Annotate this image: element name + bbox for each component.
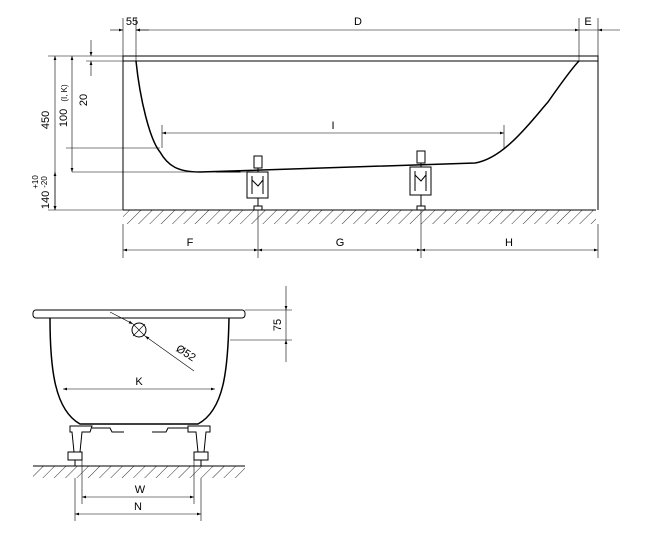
svg-text:Ø52: Ø52 xyxy=(174,343,198,364)
svg-text:H: H xyxy=(505,237,513,249)
dimension-K: K xyxy=(63,376,215,391)
svg-text:-20: -20 xyxy=(40,176,49,188)
svg-text:100: 100 xyxy=(58,109,70,127)
dimension-G: G xyxy=(258,237,421,252)
end-view: Ø52 75 K xyxy=(32,286,292,521)
floor-hatching-end xyxy=(33,465,245,478)
dimension-E: E xyxy=(579,16,620,32)
dimension-N: N xyxy=(75,501,201,516)
floor-hatching-side xyxy=(123,209,596,224)
svg-text:75: 75 xyxy=(272,319,284,331)
dimension-W: W xyxy=(82,484,194,499)
side-view: 55 D E I 450 100 xyxy=(31,16,620,258)
dimension-H: H xyxy=(421,237,598,252)
dimension-100: 100 (I, K) xyxy=(58,56,74,172)
dimension-75: 75 xyxy=(272,286,288,362)
dimension-20: 20 xyxy=(78,40,123,106)
dimension-55: 55 xyxy=(110,16,149,32)
foot-assembly-left xyxy=(246,155,269,211)
svg-text:20: 20 xyxy=(78,94,90,106)
dimension-140: 140 +10 -20 xyxy=(31,172,57,210)
svg-text:55: 55 xyxy=(126,16,138,28)
svg-text:450: 450 xyxy=(40,111,52,129)
svg-text:F: F xyxy=(187,237,194,249)
bathtub-side-profile xyxy=(122,55,599,210)
bathtub-end-profile xyxy=(32,309,246,425)
svg-text:D: D xyxy=(354,16,362,28)
dimension-F: F xyxy=(123,237,258,252)
foot-end-right xyxy=(187,425,211,466)
dimension-I: I xyxy=(161,120,505,148)
svg-text:I: I xyxy=(331,120,334,132)
drain-outlet-icon xyxy=(131,322,147,338)
svg-text:(I, K): (I, K) xyxy=(60,84,69,102)
dimension-D: D xyxy=(136,16,579,32)
foot-end-left xyxy=(67,425,93,466)
svg-text:E: E xyxy=(584,16,591,28)
svg-text:G: G xyxy=(336,237,345,249)
svg-text:W: W xyxy=(135,484,146,496)
svg-text:K: K xyxy=(135,376,143,388)
svg-text:N: N xyxy=(134,501,142,513)
dimension-drain: Ø52 xyxy=(109,311,198,372)
foot-assembly-right xyxy=(409,150,432,211)
svg-text:+10: +10 xyxy=(31,175,40,189)
svg-text:140: 140 xyxy=(40,191,52,209)
